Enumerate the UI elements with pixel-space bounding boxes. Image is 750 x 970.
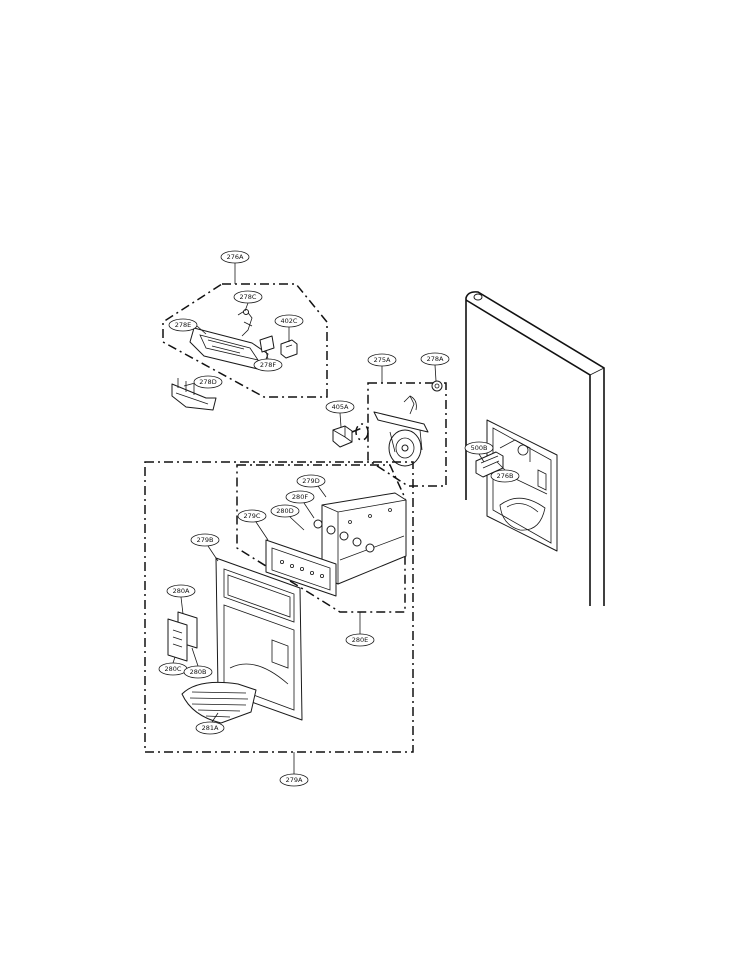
dispenser-recess bbox=[486, 419, 558, 552]
callout-280A: 280A bbox=[166, 584, 196, 598]
part-278F-card bbox=[259, 335, 275, 353]
callout-280B: 280B bbox=[183, 665, 213, 679]
group-276A-outline bbox=[162, 283, 328, 398]
button-circle bbox=[365, 543, 375, 553]
callout-276A: 276A bbox=[220, 250, 250, 264]
group-279A-outline bbox=[144, 461, 414, 753]
part-279C-front-panel bbox=[265, 539, 337, 597]
callout-402C: 402C bbox=[274, 314, 304, 328]
refrigerator-door bbox=[465, 291, 605, 606]
callout-label: 279A bbox=[286, 776, 303, 784]
button-circle bbox=[339, 531, 349, 541]
callout-label: 280A bbox=[173, 587, 190, 595]
callout-label: 280D bbox=[276, 507, 293, 515]
part-281A-drip-grille bbox=[181, 681, 257, 724]
callout-275A: 275A bbox=[367, 353, 397, 367]
leader-lines bbox=[172, 263, 506, 774]
callout-label: 405A bbox=[332, 403, 349, 411]
callout-278E: 278E bbox=[168, 318, 198, 332]
callout-label: 280C bbox=[165, 665, 182, 673]
button-circle bbox=[326, 525, 336, 535]
callout-500B: 500B bbox=[464, 441, 494, 455]
callout-276B: 276B bbox=[490, 469, 520, 483]
callout-label: 281A bbox=[202, 724, 219, 732]
callout-280E: 280E bbox=[345, 633, 375, 647]
callout-279A: 279A bbox=[279, 773, 309, 787]
callout-label: 280F bbox=[292, 493, 308, 501]
part-405A-solenoid bbox=[332, 423, 369, 448]
part-279D-control-board bbox=[321, 492, 407, 585]
callout-280C: 280C bbox=[158, 662, 188, 676]
part-280A-plates bbox=[167, 611, 198, 662]
callout-label: 278C bbox=[240, 293, 257, 301]
callout-label: 275A bbox=[374, 356, 391, 364]
callout-label: 279B bbox=[197, 536, 214, 544]
callout-label: 276A bbox=[227, 253, 244, 261]
callout-280D: 280D bbox=[270, 504, 300, 518]
part-278D-tray bbox=[171, 378, 217, 411]
callout-label: 280E bbox=[352, 636, 369, 644]
callout-281A: 281A bbox=[195, 721, 225, 735]
callout-label: 279D bbox=[302, 477, 319, 485]
group-280E-outline bbox=[236, 464, 406, 613]
part-279B-dispenser-frame bbox=[215, 557, 303, 721]
callout-278D: 278D bbox=[193, 375, 223, 389]
callout-label: 279C bbox=[244, 512, 261, 520]
callout-279C: 279C bbox=[237, 509, 267, 523]
callout-label: 278F bbox=[260, 361, 276, 369]
callout-label: 402C bbox=[281, 317, 298, 325]
part-278C-bracket bbox=[237, 309, 253, 337]
callout-278C: 278C bbox=[233, 290, 263, 304]
button-circle bbox=[313, 519, 323, 529]
part-278A-fastener bbox=[431, 380, 443, 392]
callout-label: 276B bbox=[497, 472, 514, 480]
callout-278F: 278F bbox=[253, 358, 283, 372]
callout-278A: 278A bbox=[420, 352, 450, 366]
callout-label: 500B bbox=[471, 444, 488, 452]
callout-279B: 279B bbox=[190, 533, 220, 547]
callout-405A: 405A bbox=[325, 400, 355, 414]
part-275A-motor-assembly bbox=[373, 395, 429, 467]
callout-label: 278E bbox=[175, 321, 192, 329]
part-402C-switch bbox=[280, 339, 298, 359]
button-row bbox=[313, 519, 375, 553]
callout-280F: 280F bbox=[285, 490, 315, 504]
callout-label: 278A bbox=[427, 355, 444, 363]
callout-279D: 279D bbox=[296, 474, 326, 488]
callout-label: 280B bbox=[190, 668, 207, 676]
part-500B-bracket bbox=[475, 451, 504, 478]
callout-label: 278D bbox=[199, 378, 216, 386]
button-circle bbox=[352, 537, 362, 547]
